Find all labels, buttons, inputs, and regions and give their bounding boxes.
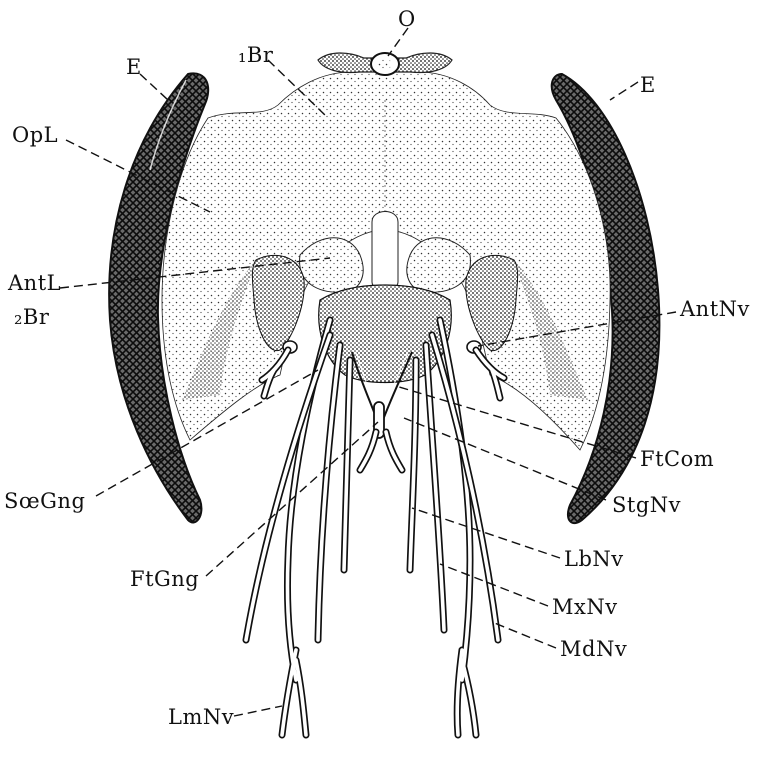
label-o: O	[398, 7, 416, 31]
label-opl: OpL	[12, 123, 58, 147]
label-lbnv: LbNv	[564, 547, 624, 571]
label-e-right: E	[640, 73, 656, 97]
leader-mdnv	[492, 622, 556, 648]
label-1br: ₁Br	[238, 43, 274, 67]
label-2br: ₂Br	[14, 305, 50, 329]
labial-nerves	[344, 360, 416, 570]
label-ftcom: FtCom	[640, 447, 714, 471]
label-antl: AntL	[7, 271, 61, 295]
leader-e-left	[140, 74, 168, 100]
leader-lmnv	[234, 706, 282, 716]
label-antnv: AntNv	[679, 297, 750, 321]
central-foramen	[372, 212, 398, 290]
leader-e-right	[610, 82, 638, 100]
label-ftgng: FtGng	[130, 567, 199, 591]
label-mdnv: MdNv	[560, 637, 627, 661]
label-mxnv: MxNv	[552, 595, 618, 619]
label-e-left: E	[126, 55, 142, 79]
label-lmnv: LmNv	[168, 705, 234, 729]
median-ocellus	[318, 53, 452, 75]
maxillary-nerves	[318, 345, 444, 640]
label-soegng: SœGng	[4, 489, 85, 513]
leader-o	[388, 28, 408, 56]
label-stgnv: StgNv	[612, 493, 681, 517]
